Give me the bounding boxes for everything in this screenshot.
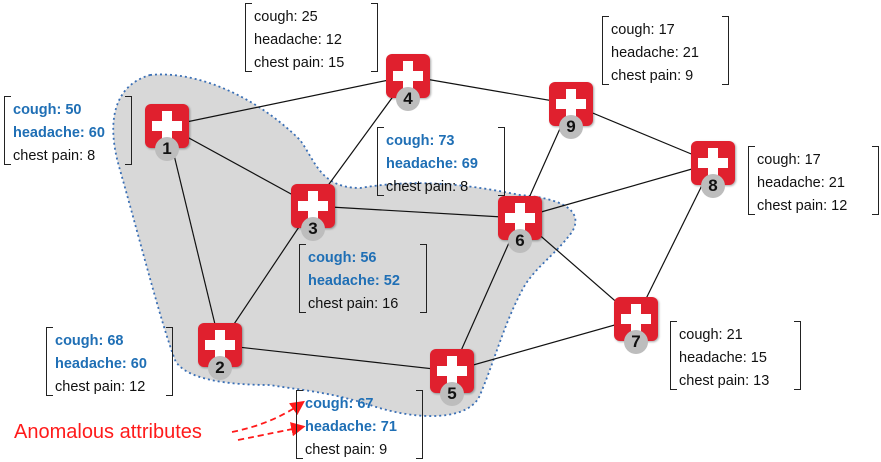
attribute-line-anomalous: headache: 71 bbox=[305, 419, 397, 435]
attributes-box-node-3: cough: 56 headache: 52 chest pain: 16 bbox=[299, 244, 427, 313]
edge-1-4 bbox=[166, 75, 409, 127]
cross-horizontal bbox=[393, 71, 423, 81]
bracket-left bbox=[46, 327, 53, 396]
attribute-line-anomalous: headache: 60 bbox=[55, 356, 147, 372]
cross-horizontal bbox=[556, 99, 586, 109]
bracket-right bbox=[794, 321, 801, 390]
attribute-line: cough: 21 bbox=[679, 327, 743, 343]
attribute-line: headache: 21 bbox=[757, 175, 845, 191]
bracket-left bbox=[670, 321, 677, 390]
bracket-right bbox=[166, 327, 173, 396]
attributes-box-node-1: cough: 50 headache: 60 chest pain: 8 bbox=[4, 96, 132, 165]
edge-4-9 bbox=[407, 75, 572, 105]
cross-horizontal bbox=[437, 366, 467, 376]
edge-3-2 bbox=[219, 205, 314, 346]
attribute-line: cough: 17 bbox=[611, 22, 675, 38]
anomalous-attributes-caption: Anomalous attributes bbox=[14, 421, 202, 443]
node-number: 8 bbox=[701, 174, 725, 198]
attribute-line-anomalous: cough: 73 bbox=[386, 133, 455, 149]
attribute-line: headache: 12 bbox=[254, 32, 342, 48]
edge-9-8 bbox=[570, 103, 714, 164]
attribute-line-anomalous: headache: 60 bbox=[13, 125, 105, 141]
bracket-right bbox=[722, 16, 729, 85]
annotation-arrows bbox=[231, 400, 306, 441]
node-1[interactable]: 1 bbox=[145, 104, 189, 161]
attribute-line: chest pain: 9 bbox=[611, 68, 694, 84]
attribute-line: chest pain: 9 bbox=[305, 442, 388, 458]
bracket-left bbox=[245, 3, 252, 72]
attributes-box-node-8: cough: 17 headache: 21 chest pain: 12 bbox=[748, 146, 879, 215]
attribute-line: chest pain: 8 bbox=[13, 148, 96, 164]
bracket-right bbox=[416, 390, 423, 459]
cross-horizontal bbox=[152, 121, 182, 131]
edge-1-2 bbox=[166, 125, 221, 346]
node-number: 1 bbox=[155, 137, 179, 161]
attribute-line: cough: 25 bbox=[254, 9, 318, 25]
node-number: 7 bbox=[624, 330, 648, 354]
bracket-left bbox=[299, 244, 306, 313]
attributes-box-node-7: cough: 21 headache: 15 chest pain: 13 bbox=[670, 321, 801, 390]
cross-horizontal bbox=[505, 213, 535, 223]
attribute-line: chest pain: 12 bbox=[757, 198, 848, 214]
node-number: 5 bbox=[440, 382, 464, 406]
attribute-line-anomalous: cough: 56 bbox=[308, 250, 377, 266]
attribute-line: chest pain: 12 bbox=[55, 379, 146, 395]
cross-horizontal bbox=[205, 340, 235, 350]
node-number: 4 bbox=[396, 87, 420, 111]
node-4[interactable]: 4 bbox=[386, 54, 430, 111]
bracket-right bbox=[420, 244, 427, 313]
node-number: 2 bbox=[208, 356, 232, 380]
node-5[interactable]: 5 bbox=[430, 349, 474, 406]
annotation-arrow-1 bbox=[231, 400, 305, 433]
attribute-line: cough: 17 bbox=[757, 152, 821, 168]
bracket-right bbox=[872, 146, 879, 215]
edge-1-3 bbox=[166, 125, 314, 207]
attribute-line: chest pain: 13 bbox=[679, 373, 770, 389]
cross-horizontal bbox=[621, 314, 651, 324]
node-6[interactable]: 6 bbox=[498, 196, 542, 253]
node-number: 3 bbox=[301, 217, 325, 241]
attributes-box-node-6: cough: 73 headache: 69 chest pain: 8 bbox=[377, 127, 505, 196]
bracket-right bbox=[125, 96, 132, 165]
node-3[interactable]: 3 bbox=[291, 184, 335, 241]
bracket-left bbox=[296, 390, 303, 459]
attribute-line-anomalous: cough: 67 bbox=[305, 396, 374, 412]
medical-cross-icon bbox=[145, 104, 189, 148]
attribute-line: chest pain: 8 bbox=[386, 179, 469, 195]
attributes-box-node-4: cough: 25 headache: 12 chest pain: 15 bbox=[245, 3, 378, 72]
attribute-line-anomalous: headache: 69 bbox=[386, 156, 478, 172]
attribute-line-anomalous: headache: 52 bbox=[308, 273, 400, 289]
edge-5-7 bbox=[451, 318, 637, 372]
bracket-left bbox=[4, 96, 11, 165]
attribute-line: chest pain: 15 bbox=[254, 55, 345, 71]
attributes-box-node-9: cough: 17 headache: 21 chest pain: 9 bbox=[602, 16, 729, 85]
edge-8-7 bbox=[635, 162, 714, 320]
cross-horizontal bbox=[298, 201, 328, 211]
bracket-left bbox=[748, 146, 755, 215]
node-7[interactable]: 7 bbox=[614, 297, 658, 354]
node-9[interactable]: 9 bbox=[549, 82, 593, 139]
attribute-line-anomalous: cough: 50 bbox=[13, 102, 82, 118]
attribute-line: chest pain: 16 bbox=[308, 296, 399, 312]
cross-horizontal bbox=[698, 158, 728, 168]
annotation-arrow-2 bbox=[237, 422, 306, 441]
bracket-right bbox=[498, 127, 505, 196]
attributes-box-node-5: cough: 67 headache: 71 chest pain: 9 bbox=[296, 390, 423, 459]
attribute-line: headache: 15 bbox=[679, 350, 767, 366]
node-number: 6 bbox=[508, 229, 532, 253]
edge-3-6 bbox=[312, 205, 521, 219]
bracket-right bbox=[371, 3, 378, 72]
edge-6-8 bbox=[519, 162, 714, 219]
node-8[interactable]: 8 bbox=[691, 141, 735, 198]
bracket-left bbox=[377, 127, 384, 196]
attribute-line: headache: 21 bbox=[611, 45, 699, 61]
bracket-left bbox=[602, 16, 609, 85]
node-number: 9 bbox=[559, 115, 583, 139]
node-2[interactable]: 2 bbox=[198, 323, 242, 380]
attribute-line-anomalous: cough: 68 bbox=[55, 333, 124, 349]
edge-2-5 bbox=[219, 344, 453, 372]
attributes-box-node-2: cough: 68 headache: 60 chest pain: 12 bbox=[46, 327, 173, 396]
